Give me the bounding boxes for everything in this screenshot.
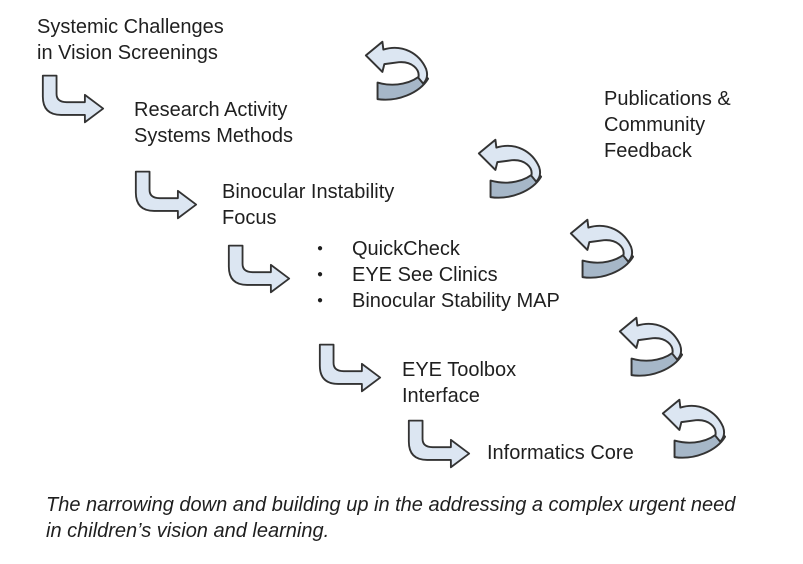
elbow-arrow-icon-2 xyxy=(134,170,198,220)
node-text-line: Binocular Instability xyxy=(222,181,395,203)
feedback-loop-arrow-icon-3 xyxy=(569,218,635,279)
node-binocular-instability: Binocular Instability Focus xyxy=(222,179,394,231)
caption-line: in children’s vision and learning. xyxy=(46,520,330,542)
bullet-icon: ● xyxy=(317,269,324,280)
node-text-line: Publications & xyxy=(604,88,731,110)
elbow-arrow-icon-5 xyxy=(407,419,471,469)
node-publications-feedback: Publications & Community Feedback xyxy=(604,86,731,164)
node-text-line: Systems Methods xyxy=(134,125,293,147)
node-text-line: Research Activity xyxy=(134,99,288,121)
bullet-item-label: Binocular Stability MAP xyxy=(352,290,560,312)
feedback-loop-arrow-icon-2 xyxy=(477,138,543,199)
elbow-arrow-icon-1 xyxy=(41,74,105,124)
node-text-line: Focus xyxy=(222,207,277,229)
bullet-icon: ● xyxy=(317,295,324,306)
elbow-arrow-icon-4 xyxy=(318,343,382,393)
bullet-item-label: EYE See Clinics xyxy=(352,264,498,286)
caption: The narrowing down and building up in th… xyxy=(46,492,735,544)
caption-line: The narrowing down and building up in th… xyxy=(46,494,736,516)
bullet-item: ● QuickCheck xyxy=(311,236,560,262)
node-eye-toolbox: EYE Toolbox Interface xyxy=(402,357,516,409)
bullet-item-label: QuickCheck xyxy=(352,238,460,260)
node-text-line: in Vision Screenings xyxy=(37,42,218,64)
feedback-loop-arrow-icon-1 xyxy=(364,40,430,101)
bullet-item: ● Binocular Stability MAP xyxy=(311,288,560,314)
elbow-arrow-icon-3 xyxy=(227,244,291,294)
bullet-icon: ● xyxy=(317,243,324,254)
node-text-line: Interface xyxy=(402,385,480,407)
node-text-line: Systemic Challenges xyxy=(37,16,224,38)
node-text-line: Feedback xyxy=(604,140,692,162)
node-text-line: EYE Toolbox xyxy=(402,359,517,381)
bullet-item: ● EYE See Clinics xyxy=(311,262,560,288)
node-systemic-challenges: Systemic Challenges in Vision Screenings xyxy=(37,14,224,66)
feedback-loop-arrow-icon-5 xyxy=(661,398,727,459)
bullet-list: ● QuickCheck ● EYE See Clinics ● Binocul… xyxy=(311,236,560,314)
node-text-line: Informatics Core xyxy=(487,442,634,464)
node-informatics-core: Informatics Core xyxy=(487,440,634,466)
node-research-activity: Research Activity Systems Methods xyxy=(134,97,293,149)
feedback-loop-arrow-icon-4 xyxy=(618,316,684,377)
node-text-line: Community xyxy=(604,114,706,136)
